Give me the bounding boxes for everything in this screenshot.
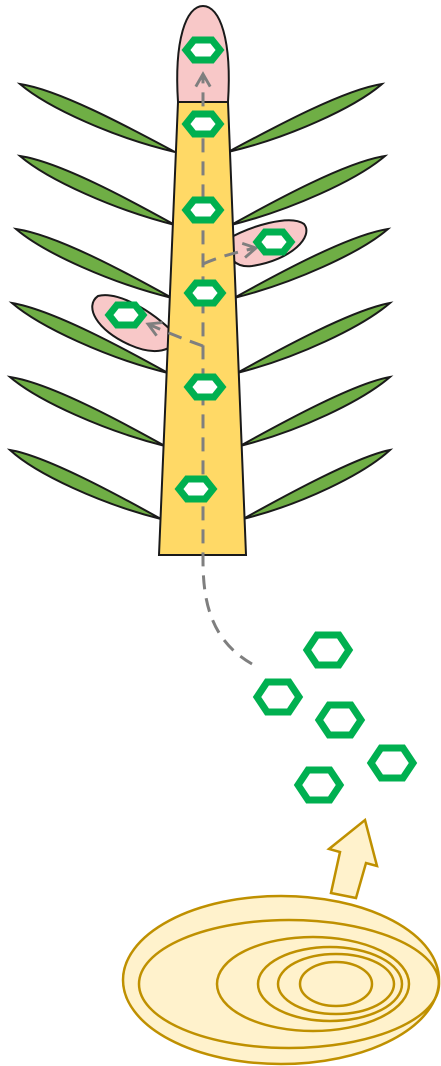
- leaf-left-5: [10, 377, 165, 446]
- molecule-stem-4: [188, 377, 222, 397]
- molecule-free-2: [257, 682, 299, 712]
- transport-paths: [148, 74, 256, 664]
- molecule-free-3: [319, 705, 361, 735]
- molecules-free: [257, 635, 413, 800]
- leaf-right-6: [243, 450, 390, 519]
- leaf-left-6: [10, 450, 161, 519]
- leaf-right-4: [237, 303, 390, 373]
- leaf-left-1: [20, 84, 175, 152]
- molecule-free-1: [307, 635, 349, 665]
- molecule-free-4: [371, 748, 413, 778]
- molecule-stem-3: [188, 283, 222, 303]
- molecule-stem-1: [186, 114, 220, 134]
- molecule-right-leaf: [257, 232, 291, 252]
- leaf-right-2: [231, 156, 385, 225]
- molecule-free-5: [298, 770, 340, 800]
- leaf-right-1: [228, 84, 382, 152]
- uptake-arrow: [329, 820, 377, 898]
- molecule-stem-5: [179, 479, 213, 499]
- leaf-right-5: [240, 377, 390, 446]
- molecule-tip-hexagon: [186, 40, 220, 60]
- molecule-stem-2: [186, 200, 220, 220]
- source-ellipses: [123, 896, 439, 1064]
- leaf-left-2: [20, 156, 175, 225]
- leaf-left-3: [16, 229, 172, 298]
- molecule-left-leaf: [109, 305, 143, 325]
- leaves-right: [228, 84, 390, 519]
